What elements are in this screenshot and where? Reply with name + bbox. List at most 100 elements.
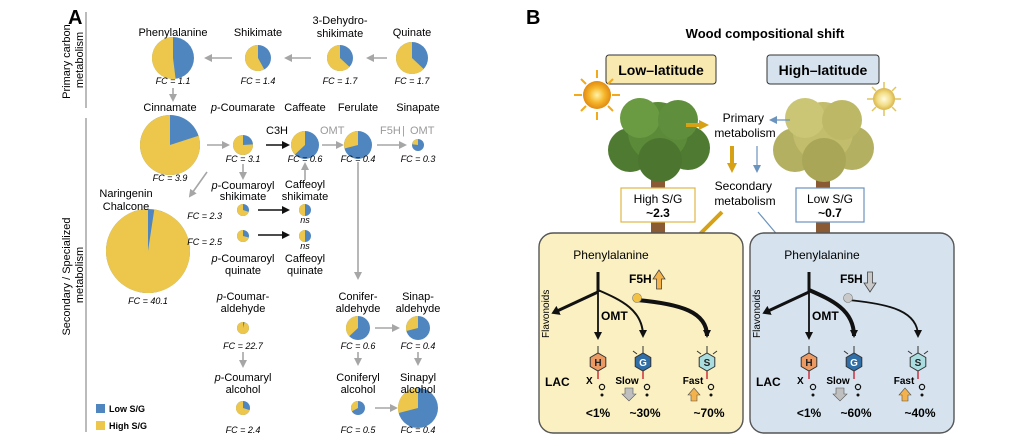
pie-high-slice: [346, 316, 358, 337]
pie-name-coniferaldehyde: Conifer-: [338, 291, 377, 303]
primary-metabolism-line1: Primary: [723, 111, 764, 125]
flavonoids-label: Flavonoids: [541, 290, 552, 338]
oxygen-o: [918, 383, 926, 391]
pie-name-sinapaldehyde: Sinap-: [402, 291, 434, 303]
fast-label: Fast: [894, 376, 915, 387]
pie-fc-p-coumaryl-alcohol: FC = 2.4: [226, 425, 261, 435]
f5h-node: [632, 293, 642, 303]
pie-high-slice: [350, 401, 358, 412]
pie-fc-phenylalanine: FC = 1.1: [156, 76, 191, 86]
pie-name-naringenin: Naringenin: [99, 188, 152, 200]
pie-high-slice: [106, 209, 190, 293]
monolignol-H-label: H: [805, 358, 812, 369]
percent-H: <1%: [586, 406, 611, 420]
pie-caffeate: Caffeate FC = 0.6: [284, 102, 325, 164]
oxygen-o: [809, 383, 817, 391]
high-latitude-box: [766, 54, 880, 85]
pie-high-slice: [406, 316, 418, 331]
slow-down-arrow-icon: [832, 387, 848, 402]
pie-high-slice: [236, 401, 250, 415]
pie-fc-sinapyl-alcohol: FC = 0.4: [401, 425, 436, 435]
pie-name-sinapate: Sinapate: [396, 102, 439, 114]
f5h-label: F5H: [629, 272, 652, 286]
pie-name-ferulate: Ferulate: [338, 102, 378, 114]
high-lat-ratio-value: ~0.7: [818, 206, 842, 220]
monolignol-G-label: G: [850, 358, 858, 369]
pathway-lines: [551, 272, 711, 340]
lac-label: LAC: [545, 375, 570, 389]
pie-name-p-coumaroyl-quinate: quinate: [225, 265, 261, 277]
lac-label: LAC: [756, 375, 781, 389]
pie-high-slice: [396, 42, 424, 74]
pie-high-slice: [244, 45, 265, 71]
oxygen-dot: [856, 393, 860, 397]
pie-name-p-coumaryl-alcohol: alcohol: [226, 384, 261, 396]
primary-metabolism-line2: metabolism: [714, 126, 775, 140]
panel-b-letter: B: [526, 7, 540, 29]
fast-up-arrow-icon: [687, 387, 701, 402]
flavonoid-arrow: [551, 290, 599, 315]
pie-fc-ferulate: FC = 0.4: [341, 154, 376, 164]
pie-fc-coniferyl-alcohol: FC = 0.5: [341, 425, 377, 435]
pie-high-slice: [398, 388, 418, 413]
s-branch-arrow: [636, 298, 711, 338]
legend-low-swatch: [96, 404, 105, 413]
pie-name-coniferyl-alcohol: Coniferyl: [336, 372, 379, 384]
x-label: X: [586, 376, 593, 387]
pie-high-slice: [236, 230, 249, 242]
x-label: X: [797, 376, 804, 387]
panel-a-letter: A: [68, 7, 82, 29]
low-latitude-sun-icon: [574, 70, 620, 120]
high-latitude-sun-icon: [867, 82, 901, 116]
primary-metabolism-label: Primary metabolism: [714, 111, 775, 140]
oxygen-o: [598, 383, 606, 391]
percent-G: ~30%: [629, 406, 660, 420]
oxygen-o: [854, 383, 862, 391]
f5h-label-a: F5H: [380, 125, 401, 137]
slow-label: Slow: [615, 376, 639, 387]
pie-name-sinapyl-alcohol: Sinapyl: [400, 372, 436, 384]
monolignol-S-label: S: [704, 358, 711, 369]
f5h-down-arrow-icon: [863, 271, 877, 293]
omt2-label-a: OMT: [410, 125, 435, 137]
pie-name-prefix: p: [211, 180, 218, 192]
pie-fc-p-coumaroyl-quinate: FC = 2.5: [187, 237, 223, 247]
pie-name-p-coumaroyl-shikimate: p-Coumaroyl: [211, 180, 275, 192]
pie-fc-naringenin: FC = 40.1: [128, 296, 168, 306]
pie-fc-caffeate: FC = 0.6: [288, 154, 323, 164]
f5h-label: F5H: [840, 272, 863, 286]
pathway-lines: [762, 272, 922, 340]
pie-high-slice: [233, 135, 253, 155]
oxygen-dot: [811, 393, 815, 397]
f5h-up-arrow-icon: [652, 269, 666, 290]
pie-fc-quinate: FC = 1.7: [395, 76, 431, 86]
s-branch-arrow: [847, 299, 922, 338]
pie-high-slice: [152, 37, 176, 79]
pie-name-rest: -Coumarate: [217, 102, 275, 114]
pie-name-caffeate: Caffeate: [284, 102, 325, 114]
pie-name-p-coumaroyl-shikimate: shikimate: [220, 191, 266, 203]
monolignol-S-label: S: [915, 358, 922, 369]
pie-fc-p-coumaraldehyde: FC = 22.7: [223, 341, 264, 351]
pie-fc-p-coumaroyl-shikimate: FC = 2.3: [187, 211, 222, 221]
legend-high-swatch: [96, 421, 105, 430]
pie-name-coniferyl-alcohol: alcohol: [341, 384, 376, 396]
pie-name-rest: -Coumar-: [223, 291, 270, 303]
g-branch-arrow: [597, 289, 647, 338]
pie-high-slice: [299, 204, 305, 216]
pie-name-rest: -Coumaroyl: [218, 180, 275, 192]
